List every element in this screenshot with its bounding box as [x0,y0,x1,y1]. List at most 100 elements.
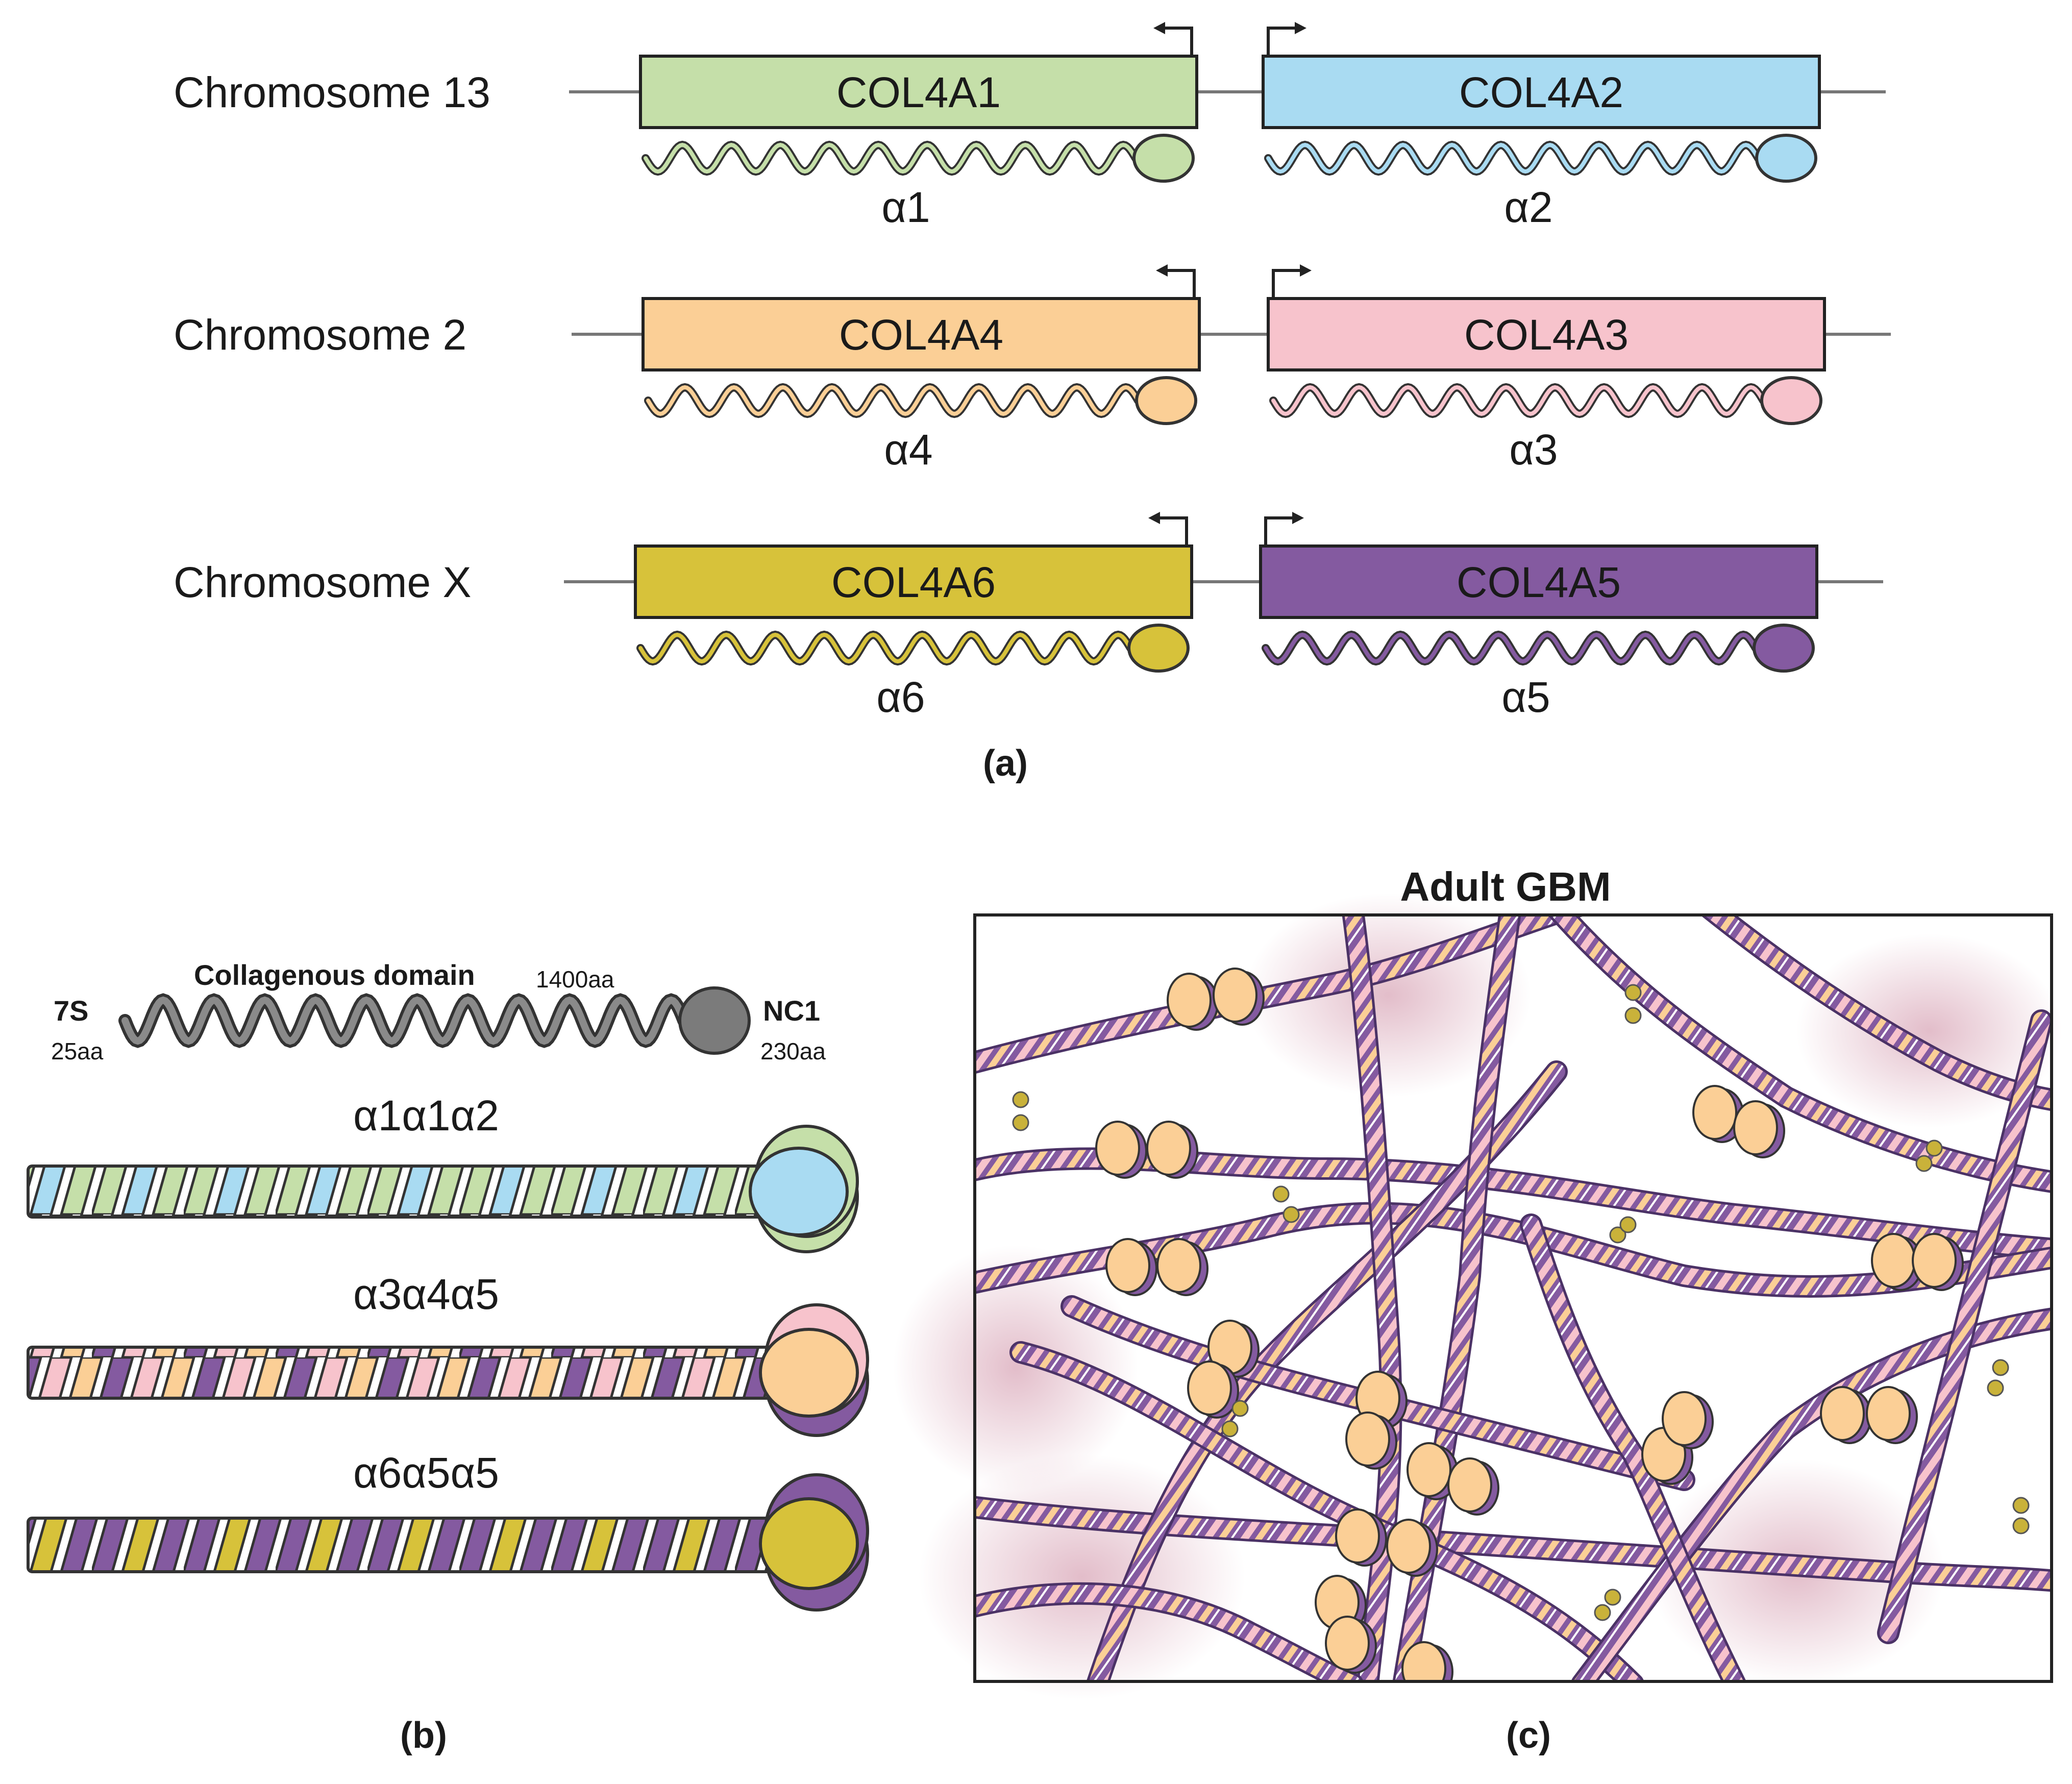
panel-a-label: (a) [983,743,1028,784]
chain-helix-color [644,142,1138,174]
arrow-head-icon [1300,264,1312,277]
left-domain-7s: 7S [54,995,89,1027]
nc1-domain [1132,134,1195,183]
right-domain-length: 230aa [760,1038,826,1064]
nc1-hexamer-node [1146,1121,1198,1179]
promoter-arrow [1264,516,1296,546]
crosslink-bead [1624,984,1642,1001]
trimer-triple-helix [27,1164,764,1219]
nc1-hexamer-node [1912,1233,1964,1291]
crosslink-bead [1282,1206,1300,1223]
nc1-hexamer-node [1866,1386,1918,1444]
crosslink-bead [1624,1007,1642,1024]
crosslink-bead [1012,1114,1029,1131]
nc1-domain [1760,376,1822,425]
panel-b-collagen-chains: Collagenous domain 1400aa 7S 25aa NC1 23… [27,959,869,1612]
crosslink-bead [1619,1216,1637,1233]
gene-box [634,544,1193,619]
nc1-domain [1755,134,1817,183]
nc1-hexamer-node [1187,1360,1239,1419]
nc1-hexamer-node [1167,973,1219,1031]
right-domain-nc1: NC1 [763,995,820,1027]
gbm-frame [973,913,2053,1683]
trimer-label: α1α1α2 [353,1092,499,1139]
collagen-fiber [1344,915,1400,1681]
arrow-head-icon [1156,264,1168,277]
gene-box [1259,544,1818,619]
helix-fill [121,996,687,1045]
chromosome-label: Chromosome 2 [174,311,466,359]
nc1-hexamer-head [759,1473,869,1612]
arrow-head-icon [1153,22,1165,34]
gene-label: COL4A3 [1464,311,1629,359]
chain-helix-color [646,385,1140,416]
nc1-hexamer-node [1345,1411,1397,1470]
arrow-head-icon [1292,512,1304,524]
nc1-domain [1135,376,1197,425]
collagen-fiber [1573,1310,2052,1681]
chain-label: α3 [1509,426,1558,474]
gene-box [639,55,1198,129]
collagen-fiber [1089,1063,1565,1681]
nc1-hexamer-node [1207,1320,1260,1378]
collagen-fiber [975,1584,1361,1681]
chain-label: α6 [876,673,925,721]
chain-helix-color [1266,142,1760,174]
nc1-hexamer-node [1820,1386,1872,1444]
crosslink-bead [1221,1420,1239,1438]
crosslink-bead [2012,1517,2030,1534]
nc1-hexamer-node [1213,968,1265,1026]
promoter-arrow [1267,27,1299,56]
chain-label: α5 [1501,673,1550,721]
trimer-label: α3α4α5 [353,1270,499,1318]
trimer-triple-helix [27,1517,775,1573]
gene-label: COL4A6 [831,558,996,606]
gene-box [1262,55,1821,129]
chain-helix-color [638,632,1132,664]
crosslink-bead [2012,1497,2030,1514]
promoter-arrow [1272,269,1304,299]
nc1-globular-domain [678,986,751,1055]
chain-helix-color [1264,632,1758,664]
crosslink-bead [1594,1604,1611,1621]
nc1-hexamer-node [1733,1100,1785,1158]
nc1-hexamer-head [749,1125,859,1253]
trimer-triple-helix [27,1346,775,1400]
nc1-hexamer-node [1325,1616,1377,1674]
gbm-network-illustration [893,893,2062,1699]
panel-b-label: (b) [400,1715,447,1756]
gene-label: COL4A5 [1457,558,1621,606]
trimer-label: α6α5α5 [353,1449,499,1497]
nc1-hexamer-node [1447,1457,1499,1516]
crosslink-bead [1915,1155,1933,1172]
collagen-fiber [1522,1216,1744,1681]
chromosome-label: Chromosome 13 [174,68,490,116]
gene-label: COL4A1 [836,68,1001,116]
nc1-hexamer-node [1105,1238,1157,1296]
crosslink-bead [1992,1359,2009,1376]
collagen-fiber [1880,1012,2050,1642]
gene-box [642,297,1201,371]
nc1-domain [1127,624,1190,673]
nc1-hexamer-node [1662,1391,1714,1449]
crosslink-bead [1272,1185,1290,1203]
nc1-hexamer-node [1401,1641,1453,1681]
domain-title: Collagenous domain [194,959,475,991]
gene-col4a3: COL4A3 α3 [1267,264,1826,474]
gene-label: COL4A2 [1459,68,1623,116]
promoter-arrow [1156,516,1188,546]
gbm-collagen-network [975,915,2052,1681]
nc1-hexamer-head [759,1303,869,1437]
nc1-hexamer-node [1386,1519,1438,1577]
arrow-head-icon [1295,22,1306,34]
collagen-fiber [1550,915,2052,1191]
collagen-fiber [975,915,1579,1072]
crosslink-bead [1604,1589,1621,1606]
